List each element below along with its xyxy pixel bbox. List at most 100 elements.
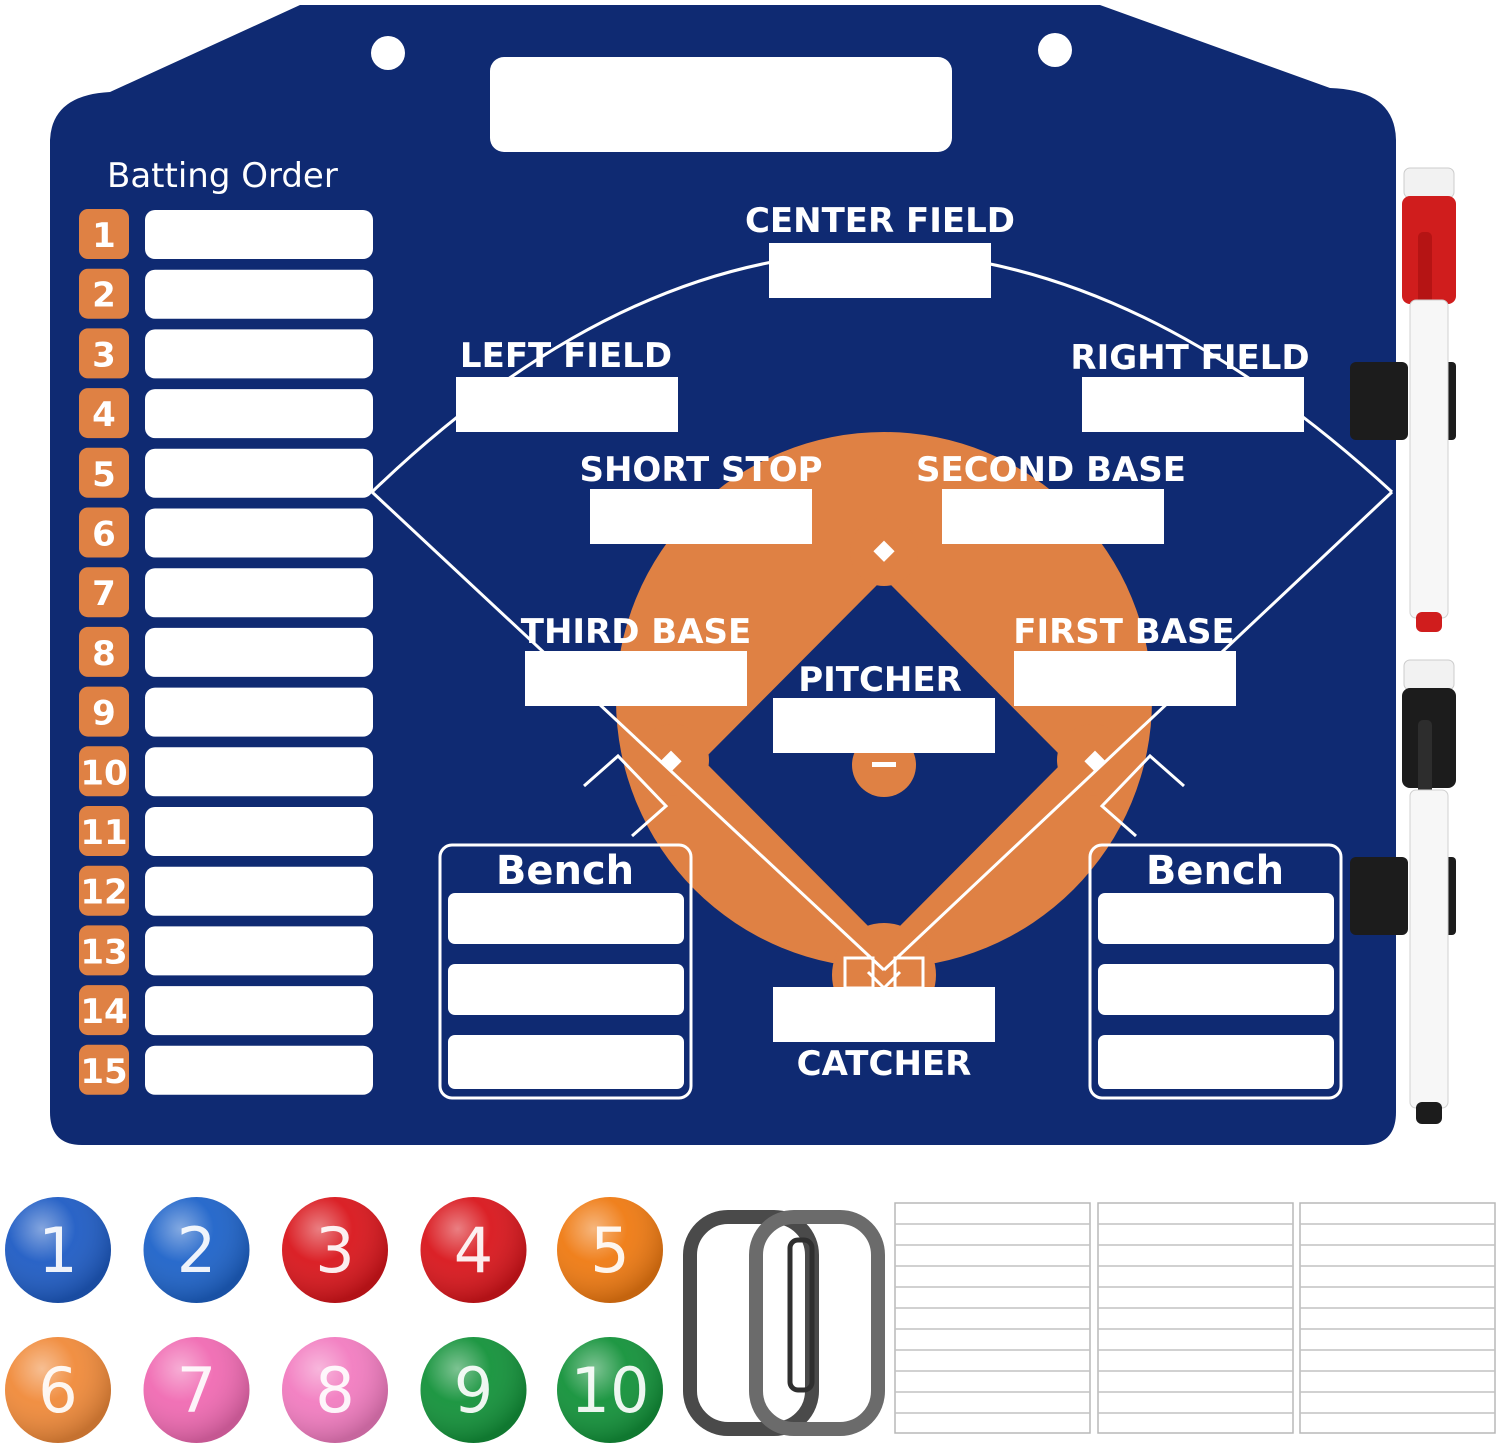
magnet-shine xyxy=(557,1197,663,1303)
batting-slot[interactable] xyxy=(145,687,373,737)
bench-right-slot[interactable] xyxy=(1098,964,1334,1015)
number-magnet[interactable]: 6 xyxy=(5,1337,111,1443)
coach-box-right xyxy=(1099,753,1185,838)
number-magnet[interactable]: 9 xyxy=(420,1337,527,1443)
batting-slot[interactable] xyxy=(145,210,373,259)
magnet-number: 1 xyxy=(38,1214,77,1287)
second-base-slot[interactable] xyxy=(942,489,1164,544)
magnet-shine xyxy=(420,1197,527,1303)
batting-number: 14 xyxy=(80,992,127,1032)
bench-right-slot[interactable] xyxy=(1098,893,1334,944)
number-magnet[interactable]: 2 xyxy=(143,1197,250,1303)
batting-slot[interactable] xyxy=(145,329,373,379)
field-diagram xyxy=(370,250,1394,1027)
batting-number: 13 xyxy=(80,932,127,972)
first-base-slot[interactable] xyxy=(1014,651,1236,706)
pitcher-slot[interactable] xyxy=(773,698,995,753)
left-field-slot[interactable] xyxy=(456,377,678,432)
batting-number-badge xyxy=(79,268,129,319)
batting-row: 4 xyxy=(79,388,373,439)
short-stop-label: SHORT STOP xyxy=(579,450,822,490)
number-magnet[interactable]: 5 xyxy=(557,1197,663,1303)
batting-number-badge xyxy=(79,507,129,558)
bench-right-slot[interactable] xyxy=(1098,1035,1334,1089)
batting-number: 6 xyxy=(92,515,116,555)
batting-number-badge xyxy=(79,567,129,618)
number-magnet[interactable]: 3 xyxy=(282,1197,388,1303)
batting-number: 11 xyxy=(80,813,127,853)
bench-left: Bench xyxy=(438,843,693,1100)
batting-slot[interactable] xyxy=(145,866,373,916)
batting-slot[interactable] xyxy=(145,807,373,856)
batting-slot[interactable] xyxy=(145,1045,373,1095)
batting-number: 8 xyxy=(92,634,116,674)
magnet-shine xyxy=(5,1197,111,1303)
batting-slot[interactable] xyxy=(145,747,373,797)
marker-clip-bottom xyxy=(1350,857,1408,935)
batting-row: 6 xyxy=(79,507,373,558)
number-magnet[interactable]: 7 xyxy=(143,1337,250,1443)
black-marker-tip xyxy=(1416,1102,1442,1124)
batting-row: 13 xyxy=(79,925,373,976)
third-base-label: THIRD BASE xyxy=(521,612,751,652)
batting-number-badge xyxy=(79,985,129,1036)
batting-slot[interactable] xyxy=(145,389,373,439)
batting-number: 1 xyxy=(92,216,116,256)
number-magnet[interactable]: 1 xyxy=(5,1197,111,1303)
black-marker[interactable] xyxy=(1402,659,1456,1124)
magnet-number: 9 xyxy=(454,1354,493,1427)
batting-slot[interactable] xyxy=(145,448,373,498)
batting-number: 9 xyxy=(92,694,116,734)
batting-number: 2 xyxy=(92,276,116,316)
center-field-slot[interactable] xyxy=(769,243,991,298)
magnet-number: 8 xyxy=(315,1354,354,1427)
pitcher-rubber xyxy=(872,762,896,767)
magnet-number: 6 xyxy=(38,1354,77,1427)
batting-number: 7 xyxy=(92,574,116,614)
label-sheets xyxy=(894,1202,1496,1434)
batting-slot[interactable] xyxy=(145,627,373,677)
catcher-slot[interactable] xyxy=(773,987,995,1042)
second-base-label: SECOND BASE xyxy=(916,450,1186,490)
magnet-number: 4 xyxy=(454,1214,493,1287)
batting-row: 1 xyxy=(79,209,373,259)
number-magnet[interactable]: 8 xyxy=(282,1337,388,1443)
right-field-slot[interactable] xyxy=(1082,377,1304,432)
batting-slot[interactable] xyxy=(145,986,373,1036)
carabiner-back[interactable] xyxy=(749,1210,885,1436)
batting-row: 3 xyxy=(79,328,373,379)
label-sheet-backing xyxy=(1097,1202,1294,1434)
bench-left-slot[interactable] xyxy=(448,1035,684,1089)
carabiner-gate xyxy=(787,1237,815,1393)
batting-slot[interactable] xyxy=(145,926,373,976)
number-magnet[interactable]: 4 xyxy=(420,1197,527,1303)
batting-slot[interactable] xyxy=(145,269,373,319)
bench-right: Bench xyxy=(1088,843,1343,1100)
batting-slot[interactable] xyxy=(145,568,373,618)
batting-number-badge xyxy=(79,388,129,439)
catcher-label: CATCHER xyxy=(797,1044,972,1084)
batting-number-badge xyxy=(79,925,129,976)
third-base-slot[interactable] xyxy=(525,651,747,706)
magnet-shine xyxy=(282,1337,388,1443)
short-stop-slot[interactable] xyxy=(590,489,812,544)
red-marker[interactable] xyxy=(1402,167,1456,632)
bench-left-slot[interactable] xyxy=(448,964,684,1015)
magnet-shine xyxy=(143,1197,250,1303)
hang-hole-right xyxy=(1038,33,1072,67)
red-marker-tip xyxy=(1416,612,1442,632)
black-marker-eraser-cap xyxy=(1403,659,1455,691)
batting-number-badge xyxy=(79,209,129,259)
red-marker-barrel xyxy=(1409,299,1449,619)
number-magnet[interactable]: 10 xyxy=(557,1337,663,1443)
carry-handle-cutout[interactable] xyxy=(490,57,952,152)
batting-number-badge xyxy=(79,865,129,916)
bench-left-slot[interactable] xyxy=(448,893,684,944)
batting-slot[interactable] xyxy=(145,508,373,558)
batting-number-badge xyxy=(79,447,129,498)
label-sheet xyxy=(1097,1202,1294,1434)
center-field-label: CENTER FIELD xyxy=(745,201,1015,241)
